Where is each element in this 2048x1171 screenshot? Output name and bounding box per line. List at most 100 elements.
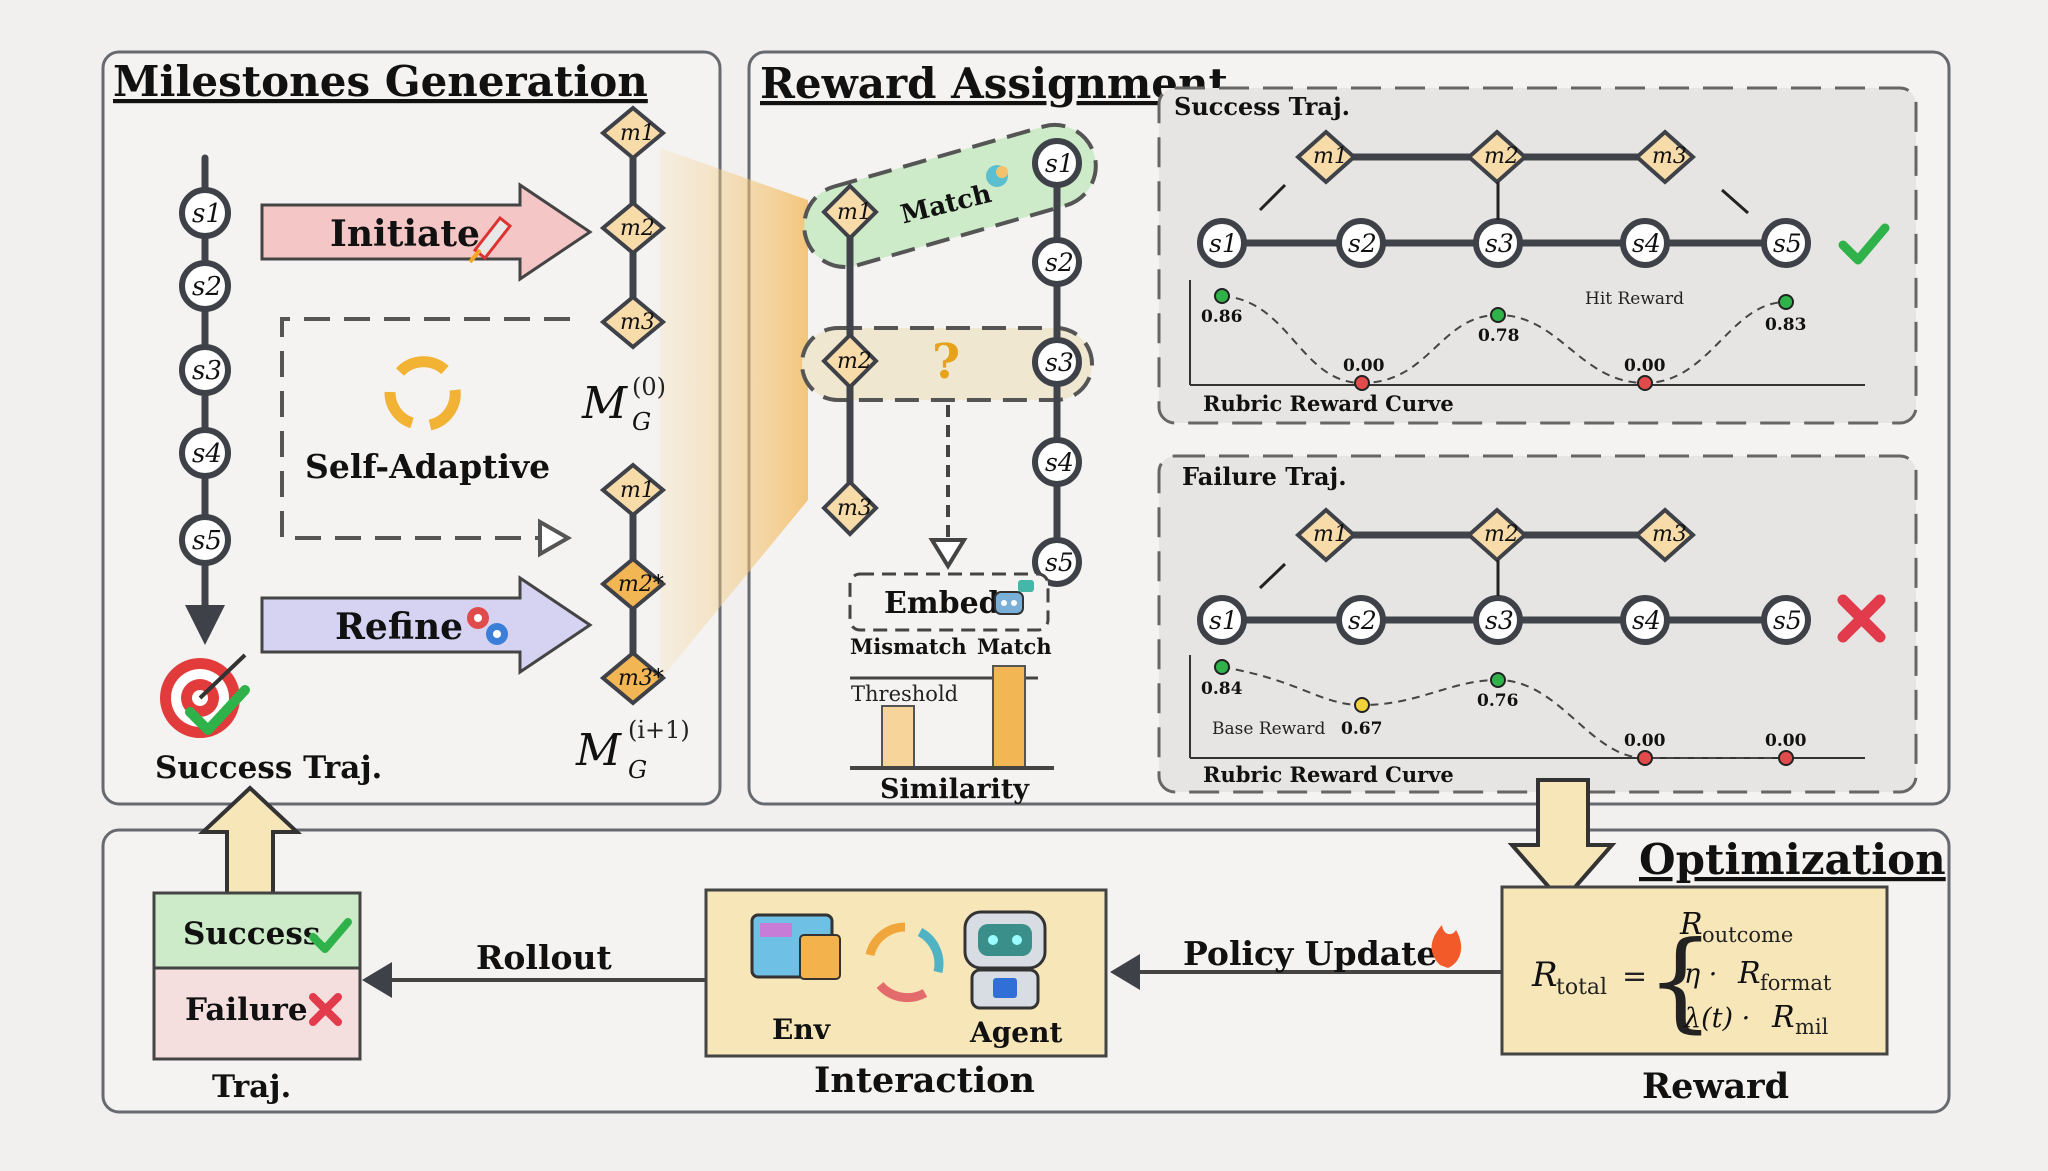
reward-states: s1 s2 s3 s4 s5 [1032,138,1082,587]
m0-milestones: m1 m2 m3 [599,105,667,350]
refine-arrow [260,575,593,675]
question-band [800,326,1094,402]
success-traj-title: Success Traj. [1174,92,1350,121]
match-band [802,122,1098,270]
success-check-icon [1838,223,1890,265]
refine-label: Refine [335,606,463,648]
svg-text:m1: m1 [837,200,872,225]
svg-text:M: M [575,725,622,776]
svg-text:s1: s1 [1209,229,1238,258]
optimization-title: Optimization [1639,835,1946,884]
rocket-icon [468,215,513,264]
svg-text:format: format [1760,971,1832,995]
reward-title: Reward Assignment [760,59,1229,108]
svg-text:m2: m2 [620,216,655,241]
svg-text:0.00: 0.00 [1765,731,1807,751]
svg-text:m3: m3 [1652,522,1687,547]
svg-text:0.00: 0.00 [1343,356,1385,376]
env-icon [750,913,841,980]
traj-label: Traj. [212,1069,291,1105]
svg-text:s2: s2 [1348,229,1377,258]
failure-box-label: Failure [185,992,308,1028]
svg-text:s3: s3 [1485,229,1514,258]
failure-values: 0.84 0.67 0.76 0.00 0.00 [1201,679,1807,751]
mismatch-bar [881,705,915,769]
svg-text:s2: s2 [192,272,222,302]
success-box [152,891,362,970]
embed-box [848,572,1050,632]
svg-text:s4: s4 [1632,606,1661,635]
reward-label: Reward [1642,1066,1789,1107]
failure-reward-curve [1221,666,1786,759]
interaction-label: Interaction [814,1060,1035,1101]
svg-text:total: total [1556,975,1607,1000]
cycle-icon [384,356,461,431]
svg-text:s1: s1 [192,199,222,229]
initiate-label: Initiate [330,213,480,255]
svg-text:G: G [632,408,651,436]
policy-update-label: Policy Update [1183,934,1437,973]
gears-icon [467,607,508,645]
failure-states: s1 s2 s3 s4 s5 [1197,595,1811,645]
to-reward-arrow [1507,778,1617,906]
svg-text:s3: s3 [192,356,222,386]
failure-link-arrows [1258,560,1500,596]
match-label: Match [977,634,1052,659]
svg-text:=: = [1622,959,1647,994]
success-states: s1 s2 s3 s4 s5 [1197,218,1811,268]
handshake-icon [986,165,1008,187]
svg-text:0.83: 0.83 [1765,315,1806,335]
success-box-check-icon [309,918,352,953]
agent-label: Agent [969,1016,1062,1049]
failure-curve-label: Rubric Reward Curve [1203,762,1454,787]
svg-text:s1: s1 [1045,149,1074,178]
svg-text:0.84: 0.84 [1201,679,1243,699]
svg-text:m3: m3 [837,496,872,521]
svg-text:(0): (0) [632,373,666,401]
svg-text:G: G [628,756,647,784]
state-nodes: s1 s2 s3 s4 s5 [179,187,231,566]
svg-text:s3: s3 [1045,348,1074,377]
svg-text:R: R [1679,907,1703,942]
svg-text:s4: s4 [1045,448,1074,477]
svg-text:m3*: m3* [618,666,664,691]
mi-math-label: M (i+1) G [575,716,690,784]
svg-text:λ(t) ·: λ(t) · [1683,1003,1750,1034]
failure-points [1214,659,1794,766]
svg-text:m2: m2 [837,349,872,374]
failure-traj-title: Failure Traj. [1182,462,1347,491]
svg-text:s3: s3 [1485,606,1514,635]
chain-arrow-head [185,605,225,645]
embed-down-arrow-head [928,538,968,570]
embed-label: Embed [884,586,1000,621]
rollout-arrow-head [362,962,392,998]
svg-text:s1: s1 [1209,606,1238,635]
svg-text:0.67: 0.67 [1341,719,1382,739]
svg-text:m1: m1 [1313,144,1348,169]
svg-text:s5: s5 [192,526,222,556]
svg-text:s2: s2 [1348,606,1377,635]
svg-text:R: R [1531,955,1558,995]
mismatch-label: Mismatch [850,634,967,659]
cycle-arrows-icon [865,922,944,1003]
svg-text:m2: m2 [1484,144,1519,169]
milestones-title: Milestones Generation [113,57,648,106]
initiate-arrow [260,182,593,282]
svg-text:m3: m3 [620,310,655,335]
svg-text:m1: m1 [620,478,655,503]
failure-cross-icon [1837,594,1886,643]
self-adaptive-label: Self-Adaptive [305,447,550,486]
svg-text:0.00: 0.00 [1624,356,1666,376]
success-box-label: Success [183,916,320,952]
reward-box [1500,885,1889,1056]
svg-text:outcome: outcome [1702,923,1793,947]
svg-text:s5: s5 [1773,229,1802,258]
svg-text:s4: s4 [192,439,222,469]
svg-text:m2*: m2* [618,572,664,597]
to-success-arrow [197,785,303,900]
reward-milestones: m1 m2 m3 [821,183,879,537]
mi-milestones: m1 m2* m3* [599,462,667,706]
threshold-label: Threshold [851,682,958,706]
svg-text:s4: s4 [1632,229,1661,258]
